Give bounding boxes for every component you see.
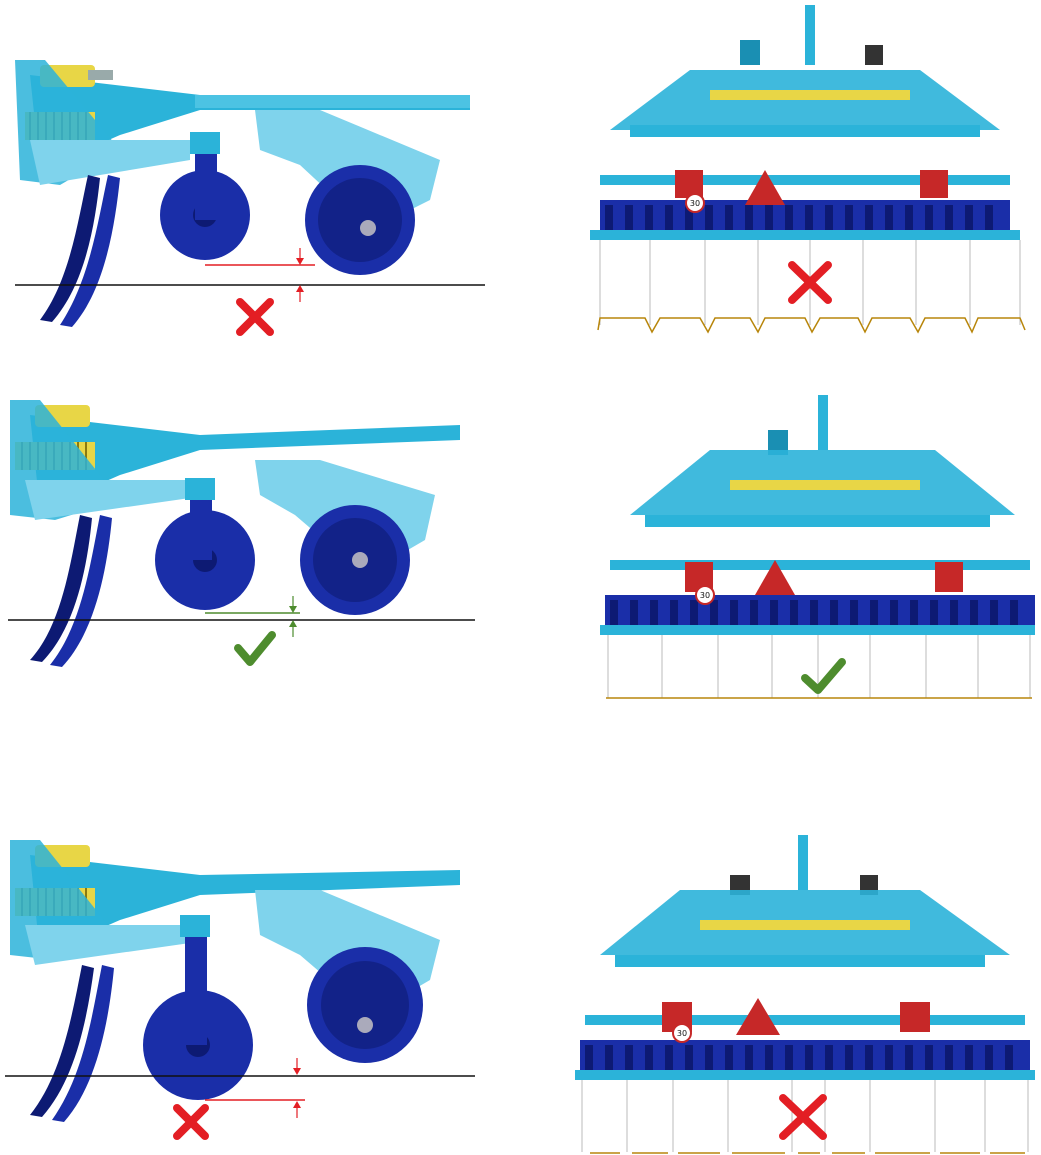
check-icon (238, 635, 272, 662)
side-view-row3 (0, 830, 500, 1150)
warning-plate-right (920, 170, 948, 198)
side-view-svg (0, 0, 500, 345)
beam-tip (195, 95, 470, 108)
front-view-svg: 30 (590, 390, 1040, 710)
front-view-svg: 30 (580, 0, 1030, 345)
front-view-row1: 30 (580, 0, 1030, 345)
speed-sign-label: 30 (677, 1029, 687, 1038)
speed-sign-label: 30 (700, 591, 710, 600)
front-view-svg: 30 (570, 830, 1040, 1155)
soil-profile (598, 318, 1025, 332)
side-view-svg (0, 380, 500, 700)
check-icon (805, 662, 842, 690)
front-view-row2: 30 (590, 390, 1040, 710)
side-view-row1 (0, 0, 500, 345)
side-view-svg (0, 830, 500, 1150)
speed-sign-label: 30 (690, 199, 700, 208)
tine (40, 175, 100, 322)
cross-icon (240, 302, 270, 332)
cross-icon (177, 1108, 205, 1136)
front-view-row3: 30 (570, 830, 1040, 1155)
cross-icon (783, 1098, 823, 1136)
side-view-row2 (0, 380, 500, 700)
